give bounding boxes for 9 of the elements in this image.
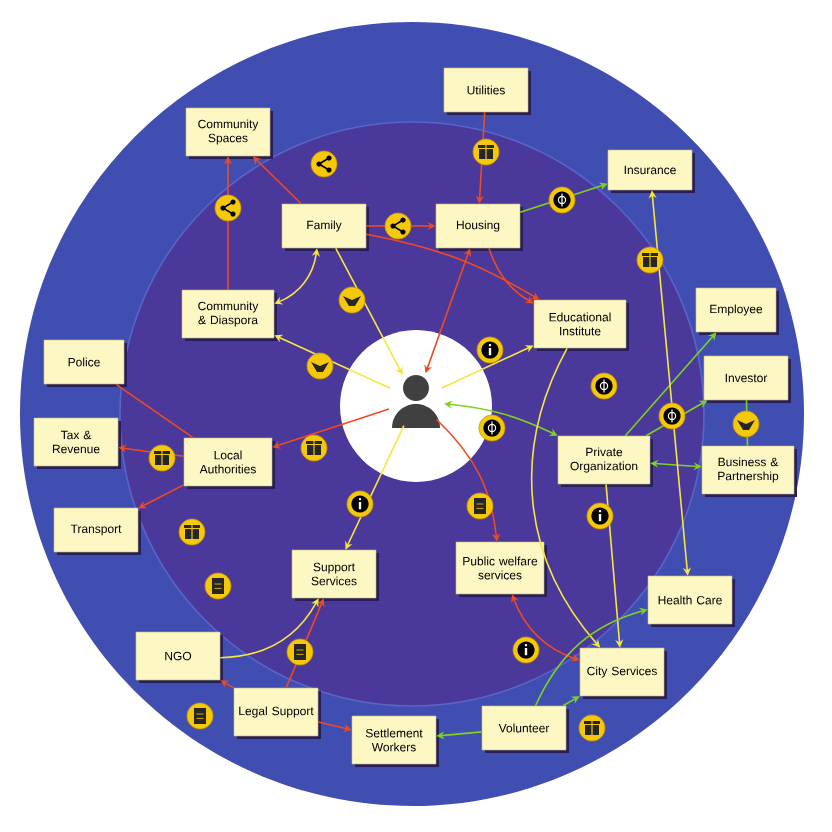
arrow bbox=[624, 332, 717, 437]
arrow bbox=[345, 424, 405, 550]
arrow bbox=[220, 680, 235, 689]
arrow bbox=[138, 484, 185, 509]
arrow bbox=[562, 696, 580, 707]
arrow bbox=[488, 247, 534, 304]
arrow bbox=[219, 598, 319, 659]
arrow bbox=[335, 247, 403, 375]
person-icon bbox=[392, 375, 440, 428]
